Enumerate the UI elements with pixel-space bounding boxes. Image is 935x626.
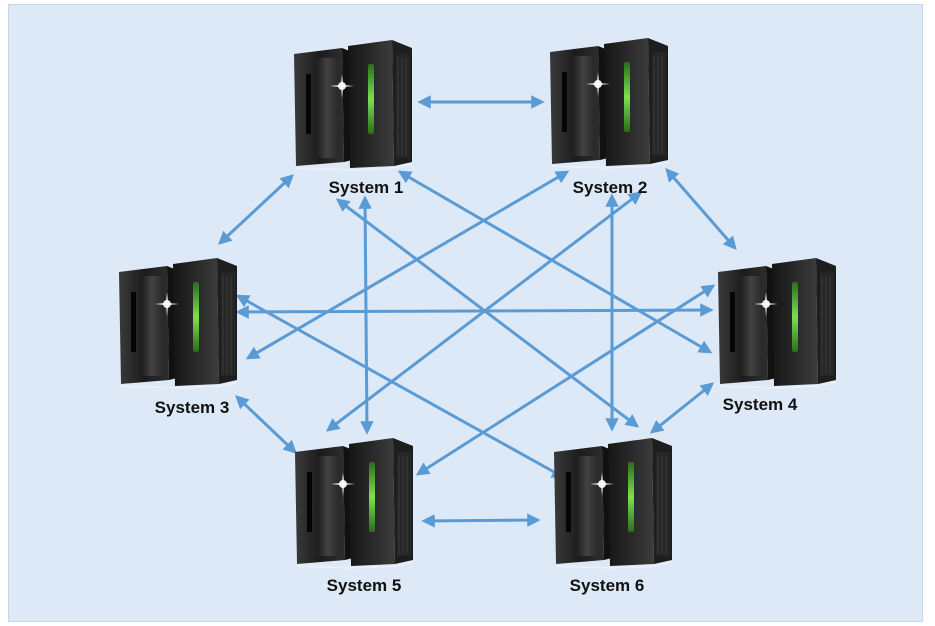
server-icon-system5 bbox=[294, 437, 414, 569]
system-label-6: System 6 bbox=[569, 576, 645, 595]
system-label-2: System 2 bbox=[572, 178, 648, 197]
arrow-system3-system4 bbox=[235, 303, 714, 319]
server-icon-system1 bbox=[293, 39, 413, 171]
arrow-system1-system4 bbox=[397, 170, 713, 354]
arrow-system1-system6 bbox=[335, 198, 640, 428]
arrow-system1-system5 bbox=[358, 195, 374, 435]
arrow-system5-system6 bbox=[421, 513, 541, 528]
arrow-system4-system6 bbox=[649, 382, 715, 434]
server-icon-system3 bbox=[118, 257, 238, 389]
system-label-3: System 3 bbox=[154, 398, 230, 417]
arrow-system2-system3 bbox=[245, 170, 570, 360]
system-label-4: System 4 bbox=[722, 395, 798, 414]
server-icon-system4 bbox=[717, 257, 837, 389]
system-label-1: System 1 bbox=[328, 178, 404, 197]
arrow-system1-system3 bbox=[218, 174, 294, 245]
server-icon-system2 bbox=[549, 37, 669, 169]
server-icon-system6 bbox=[553, 437, 673, 569]
system-label-5: System 5 bbox=[326, 576, 402, 595]
arrow-system4-system5 bbox=[415, 284, 716, 476]
connection-arrows bbox=[218, 95, 737, 528]
arrow-system2-system4 bbox=[665, 167, 737, 251]
